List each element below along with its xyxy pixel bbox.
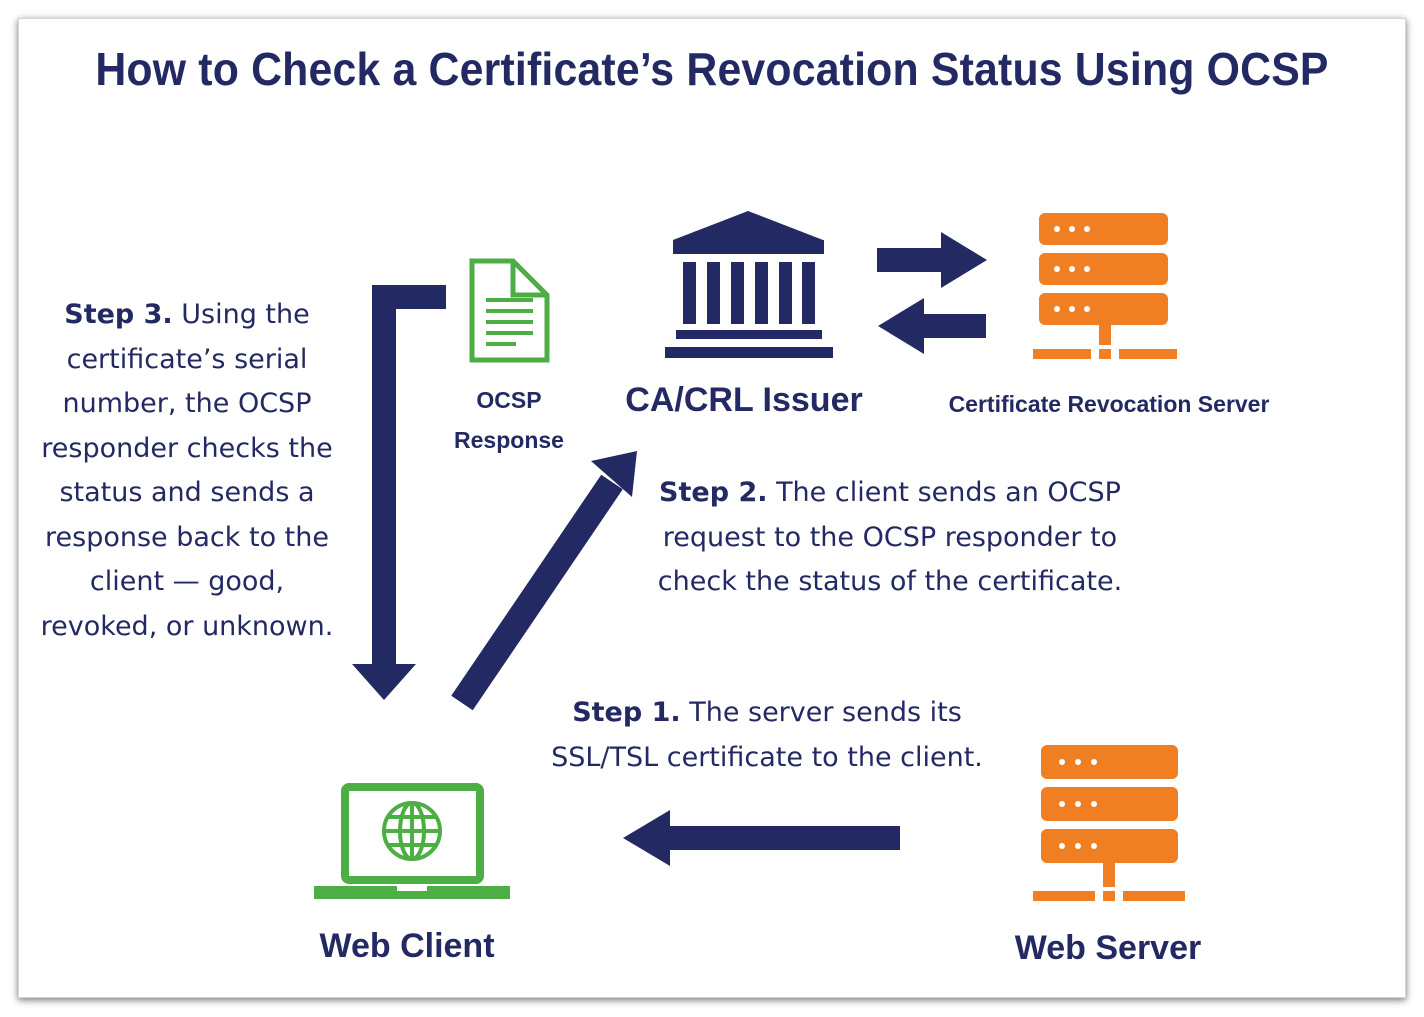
ocsp-response-label: OCSP Response (454, 380, 564, 460)
document-icon (469, 258, 550, 363)
step2-request-arrow (451, 451, 637, 711)
ocsp-response-label-line1: OCSP (476, 387, 542, 413)
laptop-globe-icon (314, 783, 510, 899)
web-server-label: Web Server (1014, 929, 1202, 967)
step1-heading: Step 1. (572, 697, 681, 728)
web-client-label: Web Client (319, 927, 495, 965)
step1-certificate-arrow (623, 810, 900, 866)
step3-description: Step 3. Using the certificate’s serial n… (40, 299, 334, 642)
exchange-arrow-right (877, 232, 987, 288)
step3-heading: Step 3. (64, 299, 173, 330)
revocation-server-label: Certificate Revocation Server (948, 391, 1270, 417)
bank-building-icon (665, 211, 833, 358)
page-title: How to Check a Certificate’s Revocation … (95, 43, 1329, 95)
revocation-server-icon (1033, 213, 1177, 359)
step1-description: Step 1. The server sends its SSL/TSL cer… (551, 697, 983, 773)
ocsp-response-label-line2: Response (454, 427, 564, 453)
web-server-icon (1033, 745, 1185, 901)
step2-description: Step 2. The client sends an OCSP request… (657, 477, 1123, 597)
step2-heading: Step 2. (659, 477, 768, 508)
step3-response-arrow (352, 285, 446, 700)
exchange-arrow-left (878, 298, 986, 354)
ca-issuer-label: CA/CRL Issuer (625, 381, 863, 419)
